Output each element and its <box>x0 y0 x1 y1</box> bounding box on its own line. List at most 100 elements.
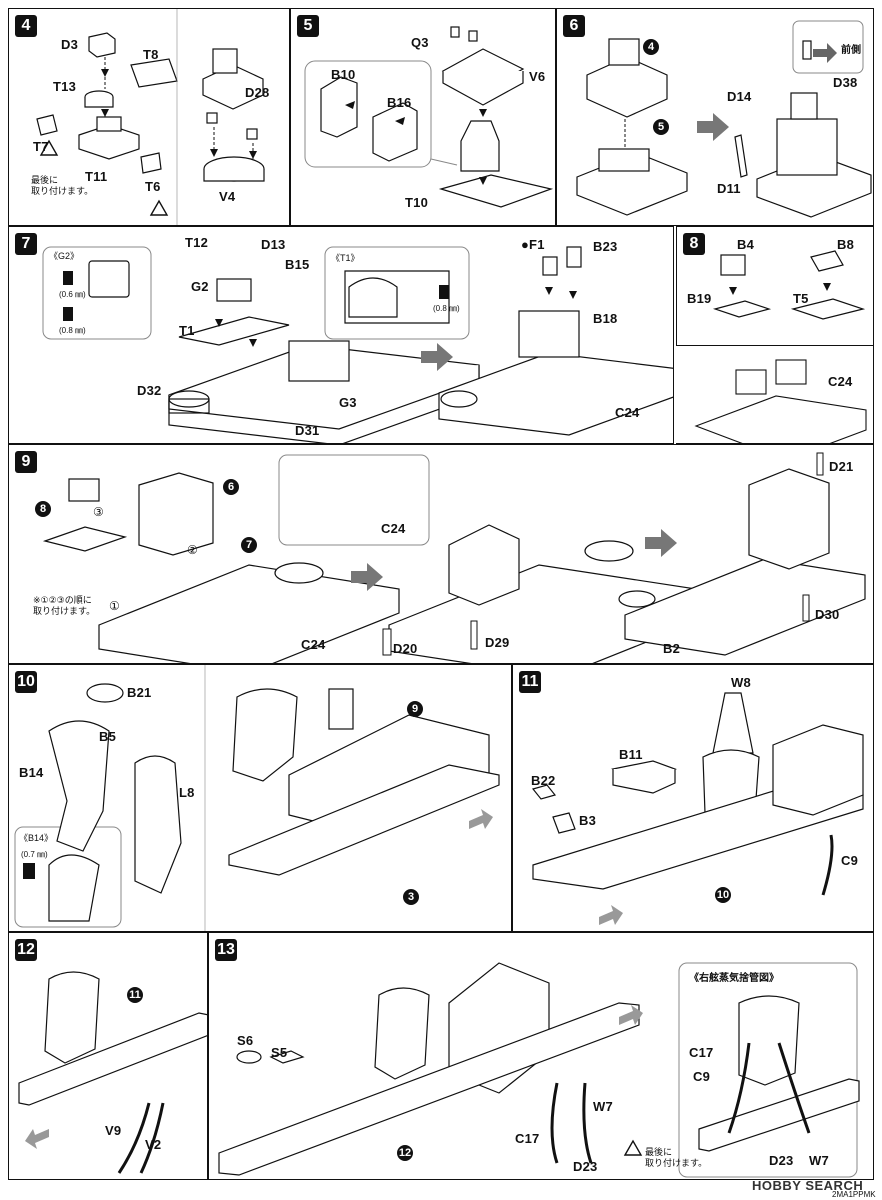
label-C9: C9 <box>841 853 859 868</box>
label-V4: V4 <box>219 189 236 204</box>
label-B10: B10 <box>331 67 356 82</box>
ref-step-7: 7 <box>241 537 257 553</box>
label-T10: T10 <box>405 195 429 210</box>
label-B8: B8 <box>837 237 855 252</box>
order-3: ③ <box>93 505 104 519</box>
step-12-panel: 12 11 V9 V2 <box>8 932 208 1180</box>
callout-b14: 《B14》 <box>19 833 54 843</box>
callout-t1: 《T1》 <box>331 253 360 263</box>
label-D32: D32 <box>137 383 162 398</box>
step-7-drawing <box>42 246 673 443</box>
label-B23: B23 <box>593 239 618 254</box>
footer-code: 2MA1PPMK <box>832 1190 876 1199</box>
step-13-drawing <box>218 962 860 1178</box>
label-D21: D21 <box>829 459 854 474</box>
step-9-drawing <box>42 452 866 663</box>
label-C17: C17 <box>689 1045 714 1060</box>
drill-07: (0.7 ㎜) <box>21 850 48 859</box>
hobby-search-logo: HOBBY SEARCH <box>752 1178 864 1193</box>
step-5-panel: 5 Q3 V6 B10 B16 T10 <box>290 8 556 226</box>
step-11-panel: 11 W8 B11 B22 B3 C9 10 <box>512 664 874 932</box>
label-D14: D14 <box>727 89 752 104</box>
label-S5: S5 <box>271 1045 288 1060</box>
label-D30: D30 <box>815 607 840 622</box>
label-B22: B22 <box>531 773 556 788</box>
label-D31: D31 <box>295 423 320 438</box>
label-B2: B2 <box>663 641 681 656</box>
step-11-drawing <box>531 692 864 925</box>
note-order: ※①②③の順に 取り付けます。 <box>33 595 96 616</box>
label-Q3: Q3 <box>411 35 429 50</box>
ref-step-6: 6 <box>223 479 239 495</box>
label-B18: B18 <box>593 311 618 326</box>
label-C24: C24 <box>615 405 640 420</box>
inset-title: 《右舷蒸気捨管図》 <box>689 973 779 984</box>
label-B16: B16 <box>387 95 412 110</box>
ref-step-11: 11 <box>127 987 143 1003</box>
label-C24: C24 <box>301 637 326 652</box>
ref-step-8: 8 <box>35 501 51 517</box>
drill-06: (0.6 ㎜) <box>59 290 86 299</box>
step-6-panel: 6 4 5 前側 D14 D38 D11 <box>556 8 874 226</box>
label-D28: D28 <box>245 85 270 100</box>
label-W8: W8 <box>731 675 751 690</box>
step-number: 7 <box>15 233 37 255</box>
label-T13: T13 <box>53 79 77 94</box>
label-T6: T6 <box>145 179 161 194</box>
step-number: 11 <box>519 671 541 693</box>
step-number: 13 <box>215 939 237 961</box>
label-D20: D20 <box>393 641 418 656</box>
label-F1: ●F1 <box>521 237 545 252</box>
label-B11: B11 <box>619 747 643 762</box>
label-D38: D38 <box>833 75 858 90</box>
label-G2: G2 <box>191 279 209 294</box>
drill-08a: (0.8 ㎜) <box>59 326 86 335</box>
ref-step-10: 10 <box>715 887 731 903</box>
step-10-drawing <box>14 665 500 931</box>
step-number: 9 <box>15 451 37 473</box>
label-D11: D11 <box>717 181 741 196</box>
step-4-panel: 4 <box>8 8 290 226</box>
label-T11: T11 <box>85 169 108 184</box>
label-D3: D3 <box>61 37 79 52</box>
label-C17: C17 <box>515 1131 540 1146</box>
step-6-drawing <box>576 20 872 218</box>
note-attach-last: 最後に 取り付けます。 <box>31 175 94 196</box>
label-C24: C24 <box>828 374 853 389</box>
label-T7: T7 <box>33 139 49 154</box>
step-12-drawing <box>18 971 207 1174</box>
step-9-panel: 9 8 6 7 ① ② ③ ※①②③の順に 取り付けます。 C24 C24 D2… <box>8 444 874 664</box>
step-5-drawing <box>304 26 554 208</box>
step-7-c24-detail: C24 <box>676 346 874 444</box>
step-4-drawing <box>36 9 265 225</box>
step-number: 12 <box>15 939 37 961</box>
label-C24: C24 <box>381 521 406 536</box>
step-8-panel: 8 B4 B8 B19 T5 <box>676 226 874 346</box>
label-V2: V2 <box>145 1137 162 1152</box>
label-L8: L8 <box>179 785 195 800</box>
step-number: 8 <box>683 233 705 255</box>
label-G3: G3 <box>339 395 357 410</box>
label-T8: T8 <box>143 47 159 62</box>
step-13-panel: 13 S6 S5 W7 C17 D23 最後に 取り付けます。 12 《右舷蒸気… <box>208 932 874 1180</box>
label-D29: D29 <box>485 635 510 650</box>
note-attach-last: 最後に 取り付けます。 <box>645 1147 708 1168</box>
order-2: ② <box>187 543 198 557</box>
ref-step-9: 9 <box>407 701 423 717</box>
label-B21: B21 <box>127 685 152 700</box>
ref-step-12: 12 <box>397 1145 413 1161</box>
label-V9: V9 <box>105 1123 122 1138</box>
label-B19: B19 <box>687 291 712 306</box>
drill-08b: (0.8 ㎜) <box>433 304 460 313</box>
label-T5: T5 <box>793 291 809 306</box>
step-7-panel: 7 《G2》 (0.6 ㎜) (0.8 ㎜) 《 <box>8 226 674 444</box>
label-S6: S6 <box>237 1033 254 1048</box>
label-B4: B4 <box>737 237 755 252</box>
step-8-drawing <box>712 250 866 320</box>
label-W7: W7 <box>809 1153 829 1168</box>
step-number: 10 <box>15 671 37 693</box>
step-number: 6 <box>563 15 585 37</box>
ref-step-5: 5 <box>653 119 669 135</box>
c24-detail-drawing <box>694 359 867 443</box>
forward-label: 前側 <box>841 45 861 56</box>
